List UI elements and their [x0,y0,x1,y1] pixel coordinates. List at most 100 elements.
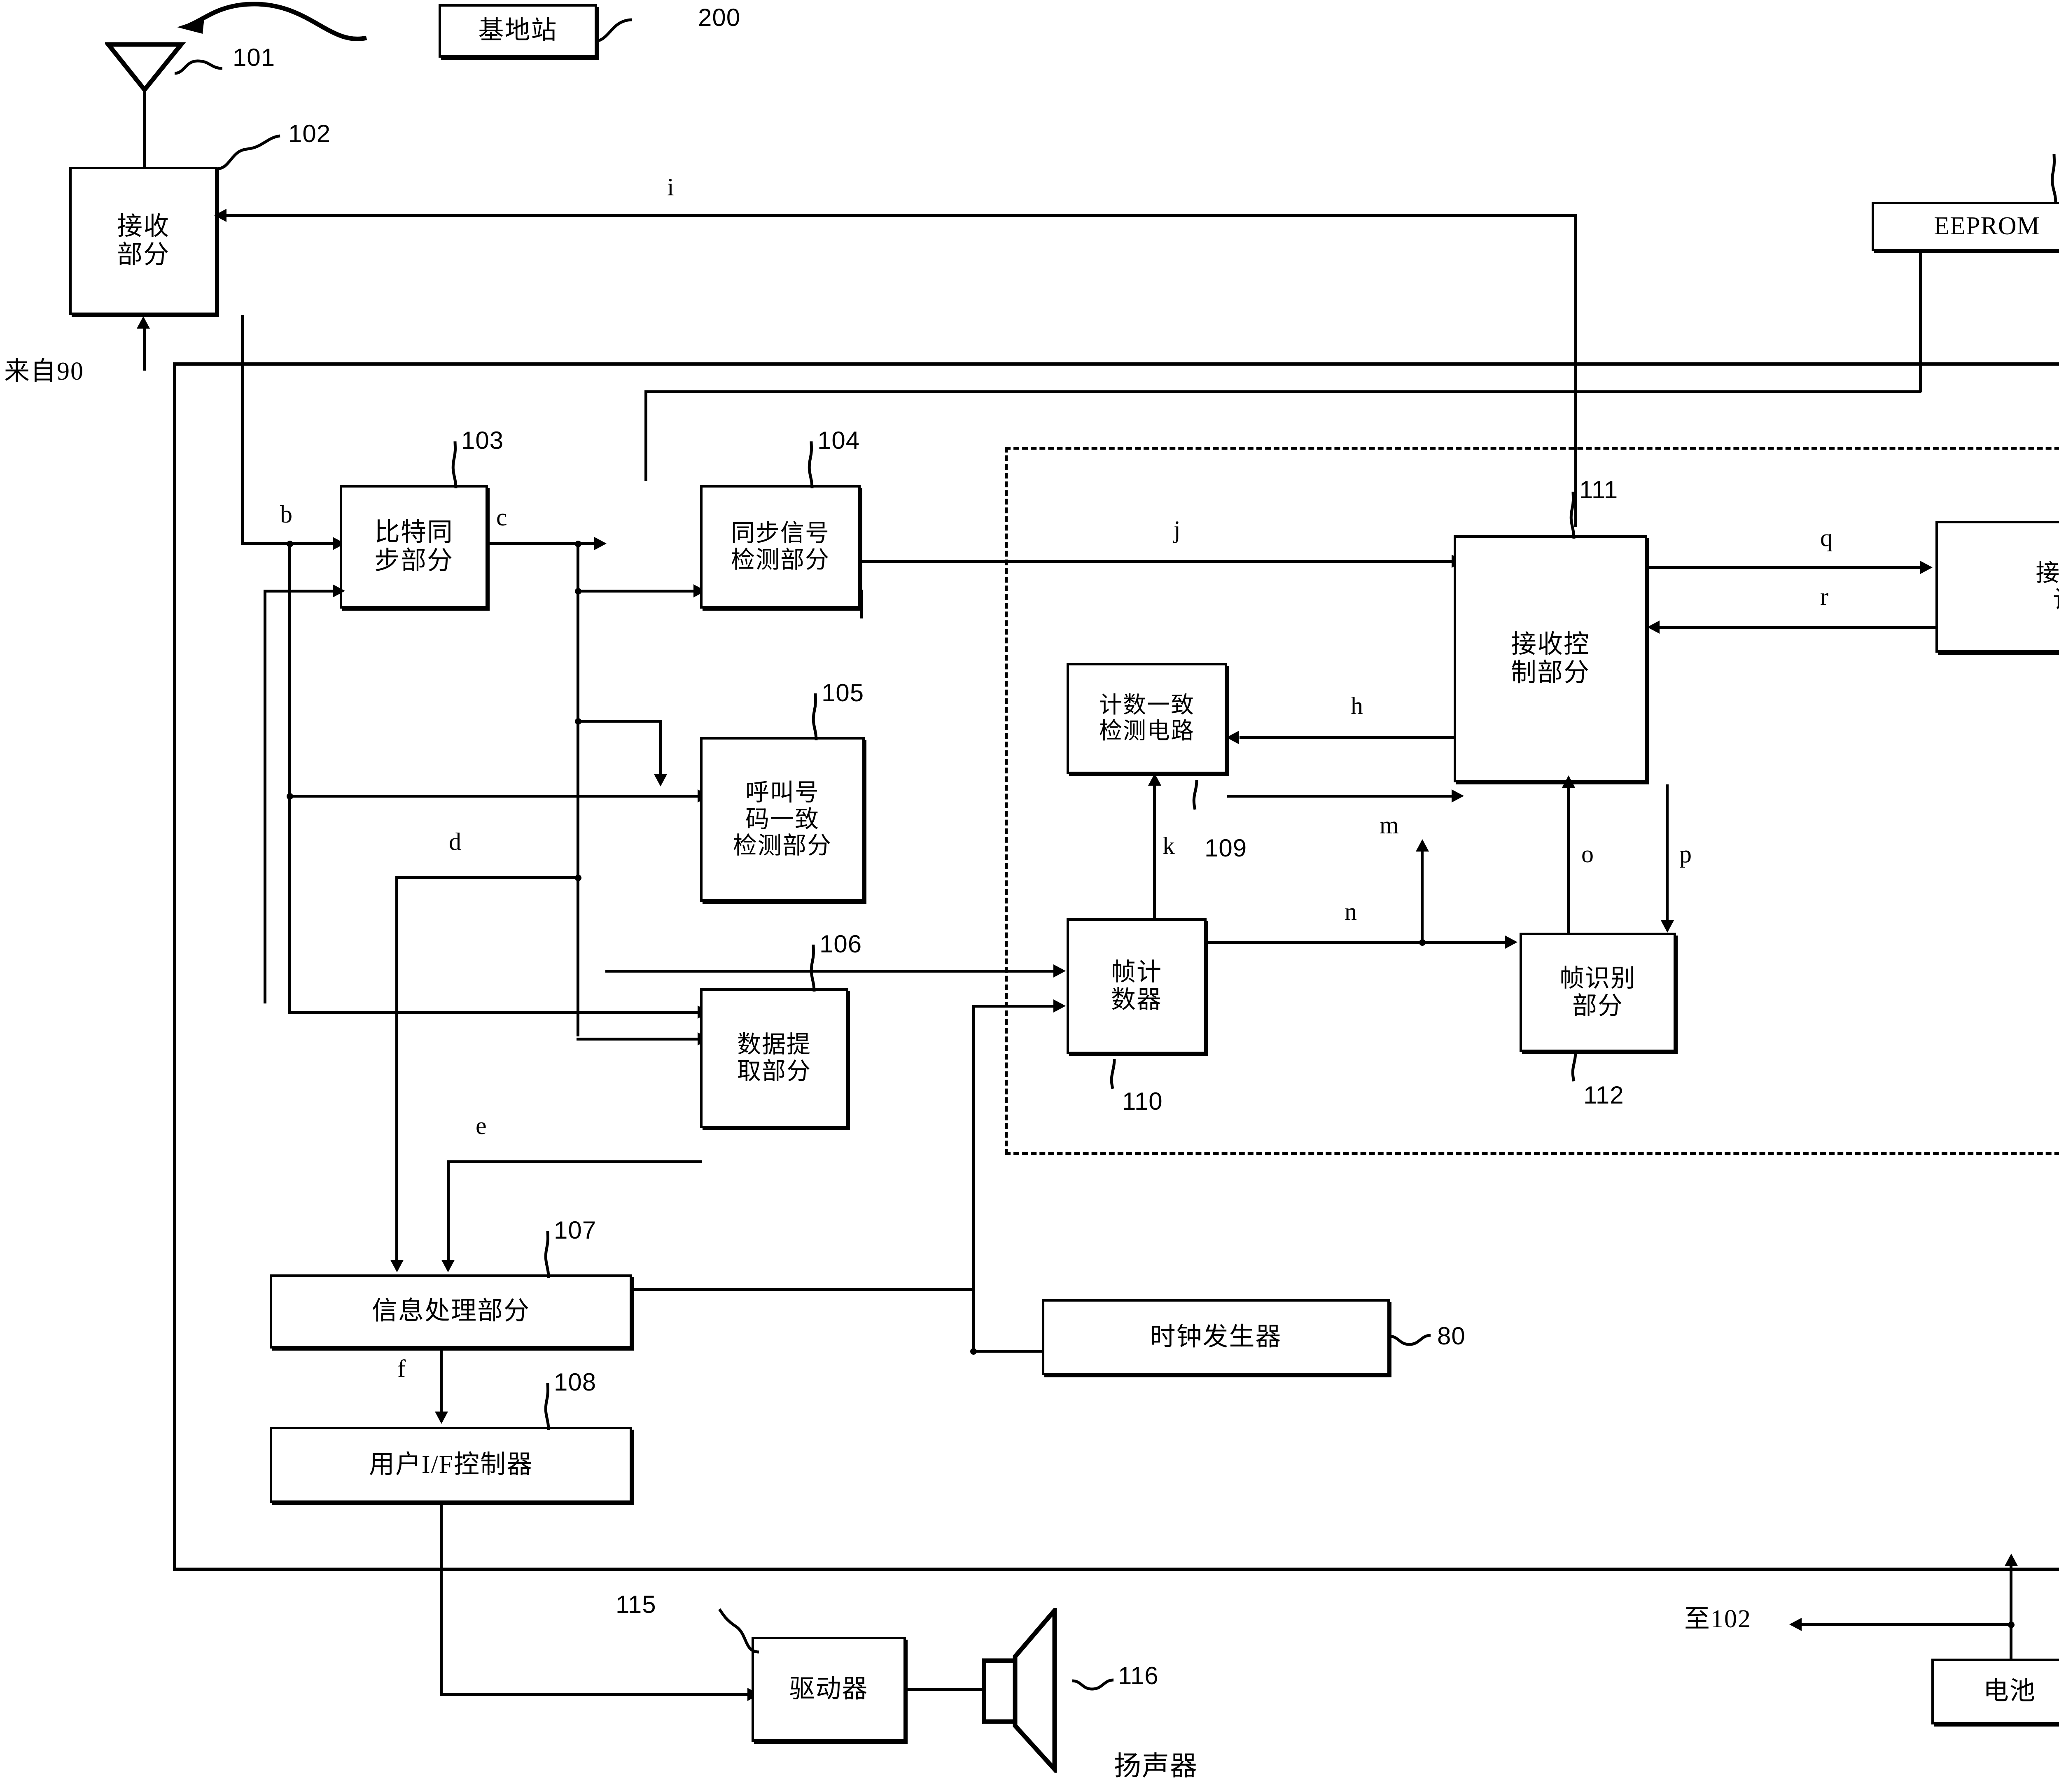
junction-d [575,875,581,881]
junction-c [575,541,581,547]
wire-j [861,560,1454,563]
block-bit-sync: 比特同 步部分 [340,485,488,609]
wire-eeprom-to-104 [644,390,647,481]
call-number-match-label: 呼叫号 码一致 检测部分 [733,779,832,859]
ref-200-leader [594,18,633,43]
block-count-match-circuit: 计数一致 检测电路 [1067,663,1227,774]
arrow-o [1562,775,1575,788]
arrow-q [1920,561,1933,574]
arrow-r [1647,621,1660,634]
signal-b: b [280,501,292,528]
arrow-103-second [333,584,345,597]
info-process-label: 信息处理部分 [371,1297,530,1325]
wire-to-102 [1800,1623,2012,1626]
radio-link-arrow [177,2,367,41]
arrow-f [435,1412,448,1424]
receiving-part-label: 接收 部分 [117,212,170,269]
ref-109: 109 [1205,834,1247,862]
ref-104-leader [808,441,814,489]
ref-105: 105 [822,679,864,707]
wire-into-110-b-v [972,1005,975,1351]
ref-111: 111 [1579,476,1618,504]
base-station-label: 基地站 [478,16,558,45]
signal-o: o [1581,840,1594,868]
block-user-if-controller: 用户I/F控制器 [270,1427,632,1503]
signal-q: q [1820,524,1833,551]
label-to-102: 至102 [1684,1605,1752,1633]
signal-h: h [1351,692,1363,719]
arrow-power-to-102 [137,316,150,329]
block-driver: 驱动器 [752,1637,906,1742]
wire-d-v [395,876,398,1247]
block-receive-control: 接收控 制部分 [1454,535,1647,782]
ref-101: 101 [233,44,275,71]
arrow-h [1226,731,1239,744]
arrow-110-b [1053,999,1066,1013]
ref-114-leader [2051,154,2057,204]
wire-c [488,542,597,545]
junction-n [1419,939,1426,946]
wire-p [1666,784,1669,920]
wire-108-to-driver [440,1693,751,1696]
block-sync-signal-detect: 同步信号 检测部分 [700,485,861,609]
arrow-105-107 [390,1260,404,1272]
ref-116: 116 [1118,1662,1159,1689]
junction-b2 [287,793,293,800]
frame-counter-label: 帧计 数器 [1111,958,1162,1013]
signal-k: k [1163,832,1175,859]
wire-clock-left-v [972,1288,975,1352]
ref-106: 106 [819,930,862,958]
eeprom-label: EEPROM [1934,212,2040,240]
ref-112-leader [1571,1051,1577,1082]
ref-111-leader [1569,491,1576,539]
signal-d: d [449,828,461,855]
block-battery: 电池 [1931,1659,2059,1724]
wire-into-110-b [972,1005,1056,1008]
wire-i-down [1574,214,1577,527]
wire-e-v [447,1160,450,1263]
block-receiving-part: 接收 部分 [69,167,217,315]
wire-m [1227,795,1454,798]
wire-108-out [440,1503,443,1694]
sync-signal-detect-label: 同步信号 检测部分 [731,520,830,573]
ref-115: 115 [616,1591,656,1618]
ref-105-leader [812,693,818,741]
wire-c-105v [659,720,662,777]
arrow-i [214,209,226,222]
block-frame-identify: 帧识别 部分 [1520,933,1676,1052]
signal-f: f [397,1355,406,1382]
wire-r [1660,626,1935,629]
wire-e-h [447,1160,702,1163]
ref-107-leader [544,1230,550,1278]
base-station-box: 基地站 [439,4,597,58]
speaker-label: 扬声器 [1114,1751,1198,1781]
arrow-c [594,537,607,550]
wire-d [395,876,579,879]
ref-101-leader [174,59,223,75]
block-eeprom: EEPROM [1872,202,2059,251]
wire-h [1240,736,1454,739]
user-if-controller-label: 用户I/F控制器 [369,1450,533,1479]
arrow-to-102 [1789,1618,1802,1631]
signal-e: e [476,1112,487,1139]
ref-115-leader [718,1608,759,1654]
ref-103-leader [451,441,458,489]
ref-200: 200 [698,4,741,31]
signal-c: c [496,504,507,531]
arrow-e [441,1260,455,1272]
arrow-110-a [1053,964,1066,978]
ref-102: 102 [288,120,331,147]
driver-label: 驱动器 [789,1675,868,1703]
junction-battery [2008,1622,2015,1628]
wire-battery-up [2010,1563,2012,1661]
ref-80-leader [1389,1334,1431,1346]
ref-80: 80 [1437,1322,1466,1350]
ref-108-leader [544,1383,550,1430]
signal-n: n [1345,898,1357,925]
wire-into-103-second [264,590,336,593]
ref-109-leader [1192,779,1198,810]
wire-b-to-106 [288,1011,700,1014]
